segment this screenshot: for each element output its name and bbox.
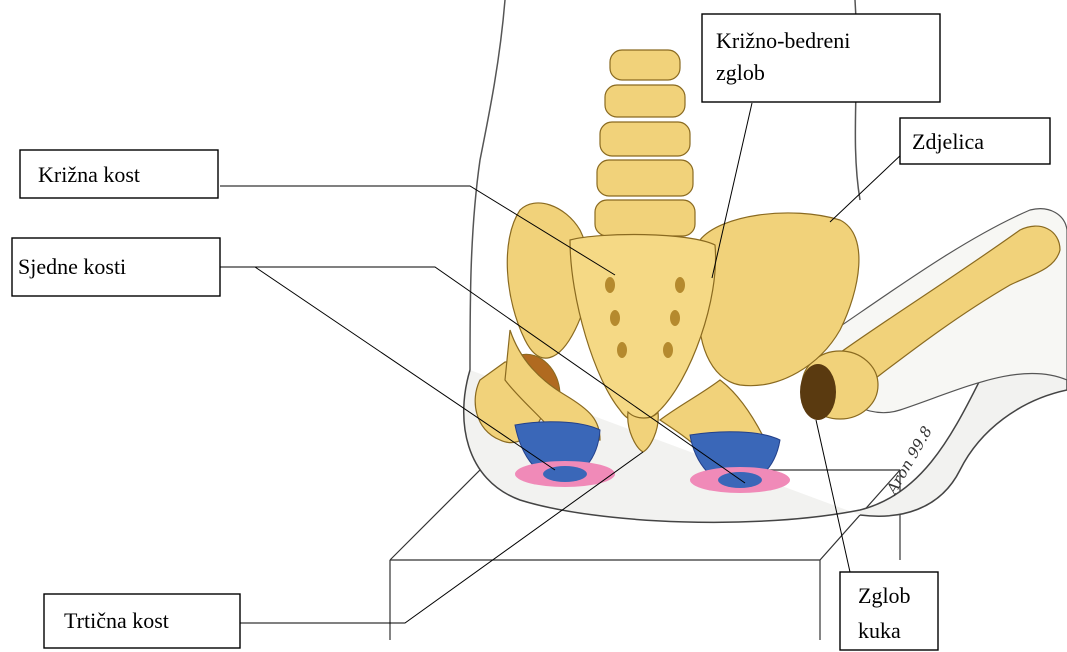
svg-text:kuka: kuka (858, 618, 901, 643)
label-sjedne-kosti: Sjedne kosti (12, 238, 220, 296)
leader-zglob-kuka (816, 420, 850, 572)
lumbar-spine (595, 50, 695, 236)
svg-text:Križno-bedreni: Križno-bedreni (716, 28, 850, 53)
leader-zdjelica (830, 153, 903, 222)
label-zglob-kuka: Zglob kuka (840, 572, 938, 650)
svg-text:Trtična kost: Trtična kost (64, 608, 169, 633)
label-krizna-kost: Križna kost (20, 150, 218, 198)
hip-joint-socket (800, 364, 836, 420)
svg-text:Križna kost: Križna kost (38, 162, 140, 187)
svg-text:Zdjelica: Zdjelica (912, 129, 984, 154)
label-krizno-bedreni-zglob: Križno-bedreni zglob (702, 14, 940, 102)
label-zdjelica: Zdjelica (900, 118, 1050, 164)
svg-text:Zglob: Zglob (858, 583, 911, 608)
sacrum (570, 235, 716, 422)
svg-text:Sjedne kosti: Sjedne kosti (18, 254, 126, 279)
svg-text:zglob: zglob (716, 60, 765, 85)
label-trticna-kost: Trtična kost (44, 594, 240, 648)
